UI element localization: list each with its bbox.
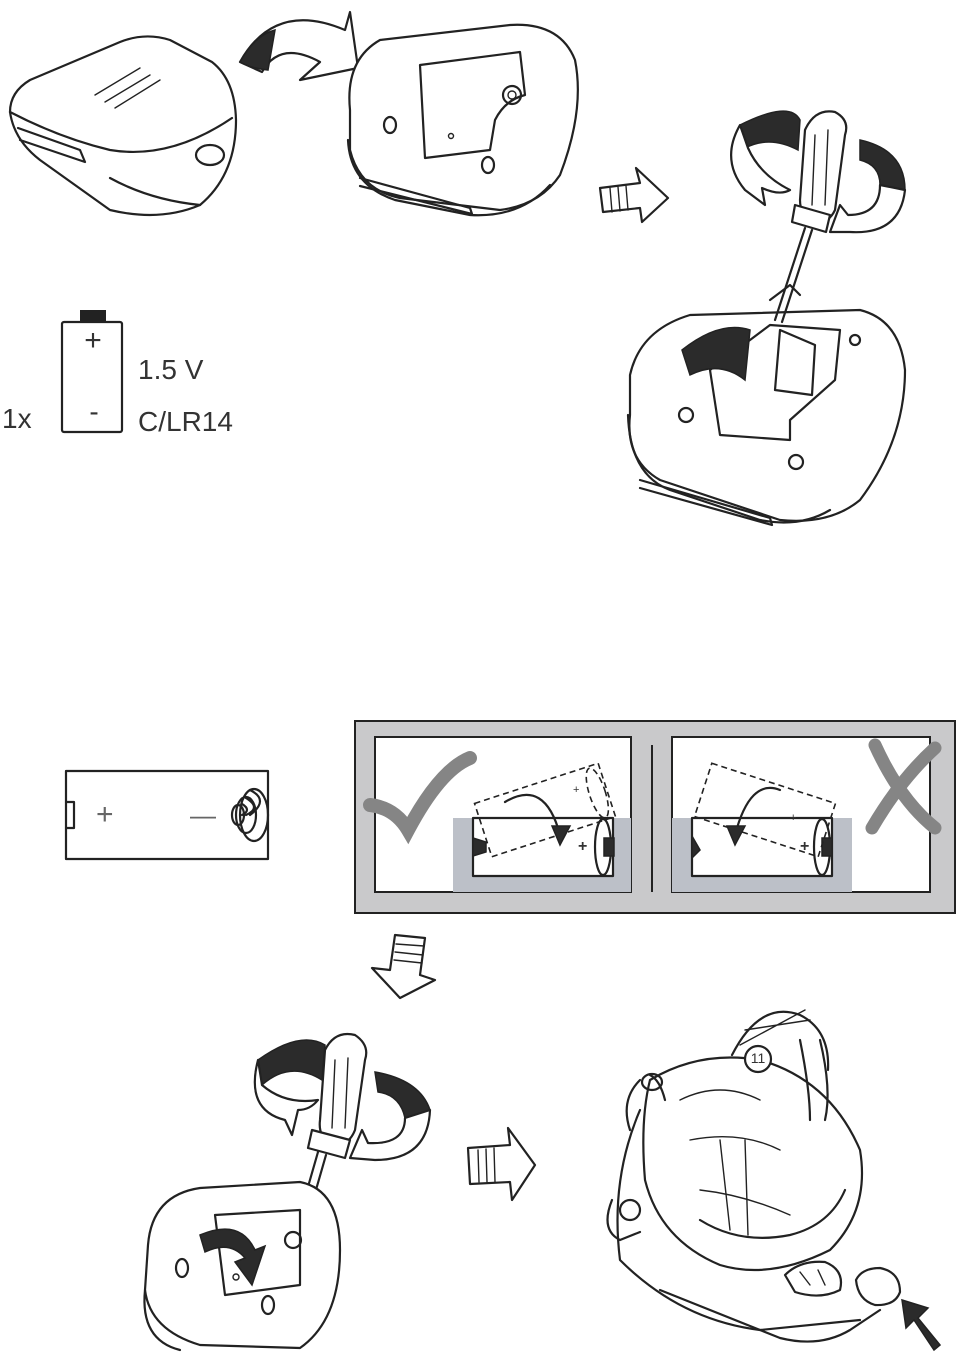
battery-type: C/LR14 (138, 406, 233, 437)
wrong-battery-plus: + (800, 838, 810, 855)
bouncer-callout-number: 11 (750, 1050, 766, 1066)
removed-lid (8, 35, 238, 217)
correct-battery-plus: + (578, 838, 588, 855)
insert-arrow (901, 1298, 942, 1352)
checkmark-icon (363, 751, 477, 845)
battery-voltage: 1.5 V (138, 354, 204, 385)
next-step-arrow-2 (370, 933, 437, 1000)
flip-arrow (238, 10, 360, 82)
battery-minus-sign: - (89, 396, 99, 427)
callout-circle (743, 1044, 773, 1074)
compartment-plus: + (96, 798, 114, 831)
next-step-arrow-1 (598, 166, 670, 224)
cross-icon (865, 738, 942, 835)
compartment-minus: — (190, 800, 216, 830)
battery-unit-closed (346, 23, 579, 217)
unscrew-cover-illustration (626, 110, 907, 527)
next-step-arrow-3 (466, 1126, 537, 1202)
wrong-ghost-plus: + (790, 812, 797, 824)
battery-plus-sign: + (84, 324, 102, 357)
correct-ghost-plus: + (573, 784, 580, 796)
battery-quantity: 1x (2, 403, 32, 434)
